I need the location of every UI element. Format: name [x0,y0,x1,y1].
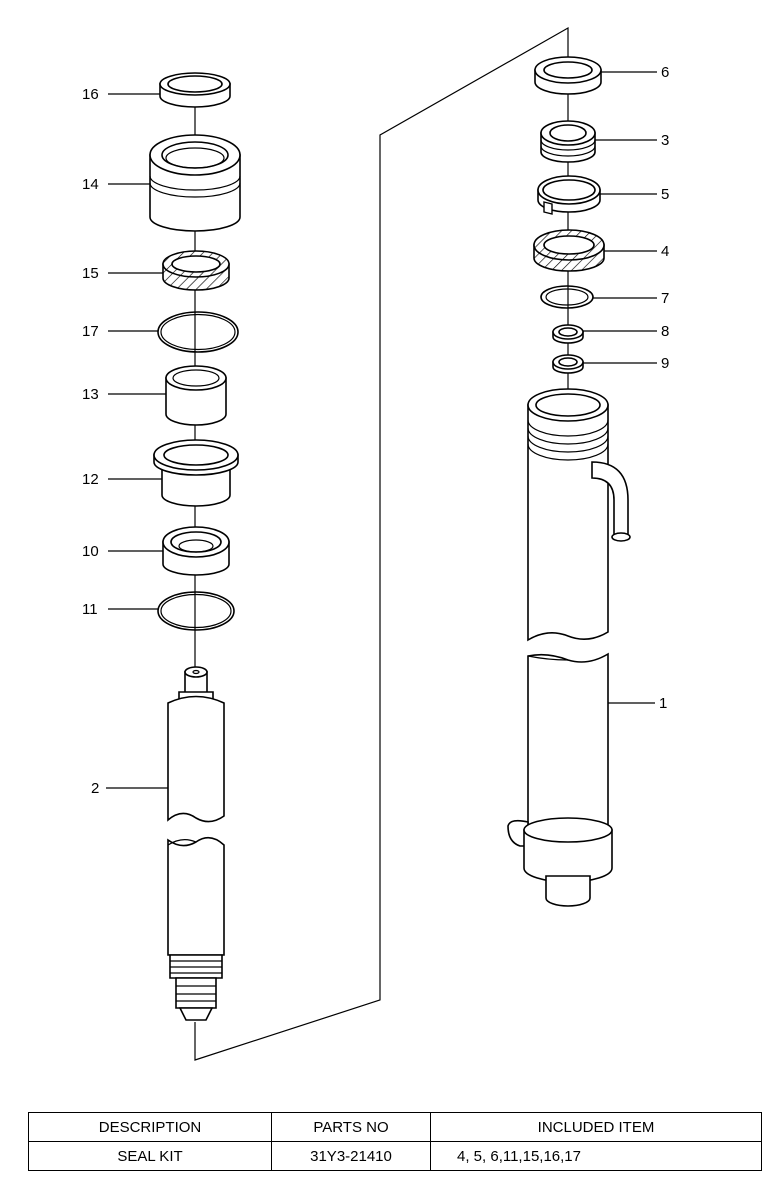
part-16-dust-wiper [159,72,231,108]
callout-labels: 16 14 15 17 13 12 10 11 2 6 3 5 4 7 8 9 [82,64,669,797]
callout-16: 16 [82,86,99,103]
part-13-bushing [165,365,227,426]
part-12-flanged-bushing [153,439,239,507]
callout-12: 12 [82,471,99,488]
callout-10: 10 [82,543,99,560]
part-7-snap-ring [540,285,594,309]
part-14-rod-cover [149,134,241,232]
callout-17: 17 [82,323,99,340]
part-10-piston [162,526,230,576]
part-11-o-ring [157,591,235,631]
assembly-connector-line [194,26,569,1061]
callout-5: 5 [661,186,669,203]
exploded-view-diagram: 16 14 15 17 13 12 10 11 2 6 3 5 4 7 8 9 [82,26,669,1061]
part-8-small-ring [552,324,584,344]
header-included-item: INCLUDED ITEM [430,1112,762,1142]
callout-7: 7 [661,290,669,307]
callout-1: 1 [659,695,667,712]
cell-description: SEAL KIT [28,1141,272,1171]
callout-3: 3 [661,132,669,149]
seal-kit-table: DESCRIPTION PARTS NO INCLUDED ITEM SEAL … [28,1112,762,1171]
callout-2: 2 [91,780,99,797]
table-row: SEAL KIT 31Y3-21410 4, 5, 6,11,15,16,17 [28,1141,762,1171]
part-2-piston-rod [167,666,225,1021]
callout-15: 15 [82,265,99,282]
part-1-cylinder-tube [507,388,631,907]
cell-included-item: 4, 5, 6,11,15,16,17 [430,1141,762,1171]
header-parts-no: PARTS NO [271,1112,431,1142]
callout-8: 8 [661,323,669,340]
table-header-row: DESCRIPTION PARTS NO INCLUDED ITEM [28,1112,762,1142]
callout-4: 4 [661,243,669,260]
cell-parts-no: 31Y3-21410 [271,1141,431,1171]
callout-6: 6 [661,64,669,81]
header-description: DESCRIPTION [28,1112,272,1142]
part-15-rod-seal [162,250,230,291]
part-9-small-ring [552,354,584,374]
part-6-wiper-ring [534,56,602,95]
callout-14: 14 [82,176,99,193]
part-5-split-ring [537,175,601,215]
part-3-packing [540,120,596,163]
part-17-o-ring [157,311,239,353]
part-4-hatched-seal [533,229,605,272]
callout-13: 13 [82,386,99,403]
callout-11: 11 [82,601,98,618]
callout-9: 9 [661,355,669,372]
